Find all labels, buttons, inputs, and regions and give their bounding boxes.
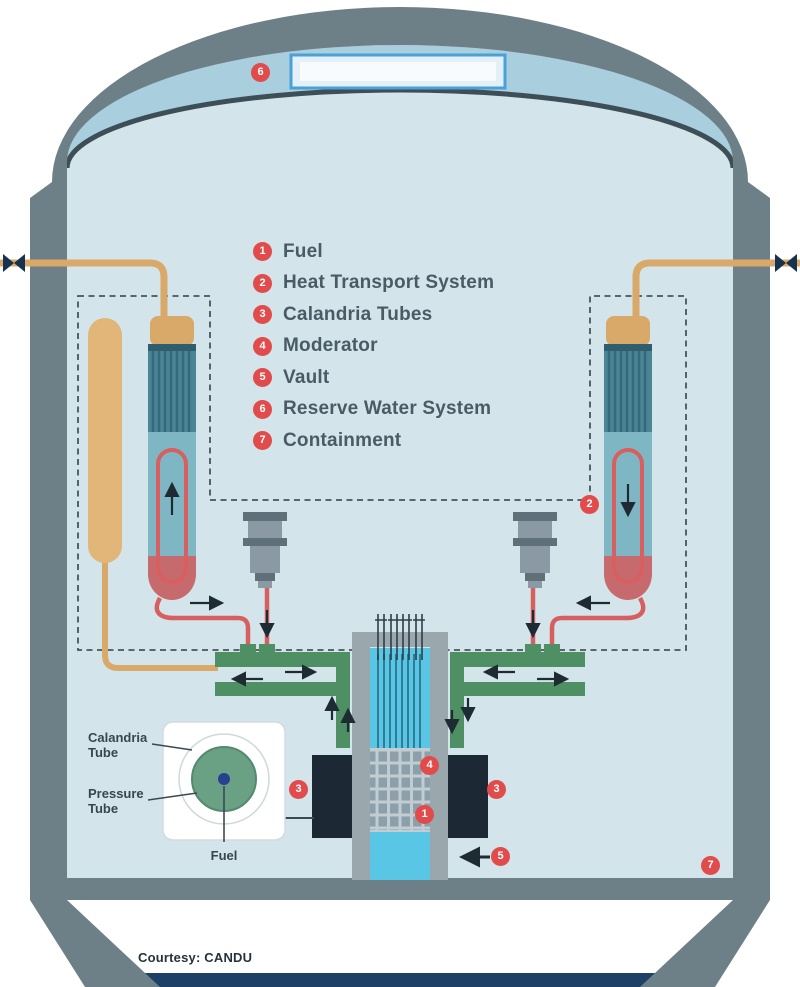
legend-item-moderator: 4 Moderator (253, 335, 494, 357)
header-right (450, 644, 585, 748)
legend-badge-6: 6 (253, 399, 272, 419)
legend-label-6: Reserve Water System (283, 398, 492, 420)
marker-reserve-water: 6 (251, 63, 270, 82)
marker-moderator: 4 (420, 756, 439, 775)
legend-badge-3: 3 (253, 305, 272, 325)
control-rods (375, 614, 425, 660)
shield-block-right (448, 755, 488, 838)
dome-inner-arc (64, 87, 736, 169)
legend-item-fuel: 1 Fuel (253, 240, 494, 262)
fuel-label: Fuel (210, 848, 238, 863)
marker-heat-transport: 2 (580, 495, 599, 514)
marker-containment: 7 (701, 856, 720, 875)
legend-label-2: Heat Transport System (283, 272, 495, 294)
legend-item-heat-transport: 2 Heat Transport System (253, 272, 495, 294)
sg-right-loop (612, 448, 644, 584)
foundation-foot-left (30, 900, 160, 987)
reactor-assembly (312, 614, 488, 880)
legend: 1 Fuel 2 Heat Transport System 3 Calandr… (253, 240, 495, 463)
sg-left-tube-stripes (151, 346, 191, 432)
isolation-valves (3, 254, 797, 272)
header-left (215, 644, 350, 748)
legend-badge-2: 2 (253, 273, 272, 293)
legend-item-reserve-water: 6 Reserve Water System (253, 398, 494, 420)
legend-item-containment: 7 Containment (253, 429, 494, 451)
basemat-strip (130, 973, 670, 987)
red-pipe-right-b (549, 615, 563, 654)
legend-label-5: Vault (283, 366, 330, 388)
pump-left (243, 512, 287, 588)
calandria-tube-label: Calandria Tube (88, 730, 148, 760)
pressurizer (88, 318, 122, 563)
pressure-tube-pointer (147, 792, 198, 801)
legend-label-3: Calandria Tubes (283, 303, 433, 325)
marker-calandria-right: 3 (487, 780, 506, 799)
steam-pipe-left (0, 259, 168, 318)
steam-pipes (0, 259, 800, 671)
marker-calandria-left: 3 (289, 780, 308, 799)
foundation-foot-right (640, 900, 770, 987)
heat-transport-boundary (77, 295, 687, 651)
credit-text: Courtesy: CANDU (138, 950, 253, 965)
flow-arrows (164, 481, 636, 868)
shield-block-left (312, 755, 352, 838)
sg-right-tube-band (604, 344, 652, 351)
legend-label-4: Moderator (283, 335, 378, 357)
legend-label-7: Containment (283, 429, 402, 451)
legend-item-calandria-tubes: 3 Calandria Tubes (253, 303, 494, 325)
legend-badge-7: 7 (253, 431, 272, 451)
containment-shell (30, 7, 770, 900)
red-pipe-left-a (154, 596, 238, 621)
inset-diagram (147, 721, 314, 842)
feeder-tubes (377, 654, 421, 748)
containment-interior (67, 45, 733, 878)
legend-badge-5: 5 (253, 368, 272, 388)
legend-item-vault: 5 Vault (253, 366, 494, 388)
vault-wall-top (352, 632, 448, 647)
steam-pipe-right (632, 259, 800, 318)
pressure-tube-label: Pressure Tube (88, 786, 144, 816)
pump-right (513, 512, 557, 588)
red-pipe-right-a (562, 596, 646, 621)
containment-floor (30, 878, 770, 900)
sg-left-cap (150, 316, 194, 346)
reserve-water-tank (289, 53, 507, 90)
calandria-tube-pointer (151, 743, 193, 751)
vault-wall-right (430, 632, 448, 880)
valve-left-icon (3, 254, 14, 272)
sg-right-cap (606, 316, 650, 346)
marker-vault: 5 (491, 847, 510, 866)
marker-fuel: 1 (415, 805, 434, 824)
legend-label-1: Fuel (283, 240, 323, 262)
valve-right-icon (775, 254, 786, 272)
fuel-dot (218, 773, 230, 785)
vault-wall-left (352, 632, 370, 880)
legend-badge-4: 4 (253, 336, 272, 356)
steam-generator-left (148, 316, 196, 600)
sg-left-tube-band (148, 344, 196, 351)
sg-right-tube-stripes (607, 346, 647, 432)
legend-badge-1: 1 (253, 242, 272, 262)
steam-generator-right (604, 316, 652, 600)
red-pipe-left-b (237, 615, 251, 654)
pressurizer-pipe (102, 555, 218, 671)
valve-right-icon2 (786, 254, 797, 272)
dome-water-band (67, 45, 733, 168)
sg-left-loop (156, 448, 188, 584)
valve-left-icon2 (14, 254, 25, 272)
